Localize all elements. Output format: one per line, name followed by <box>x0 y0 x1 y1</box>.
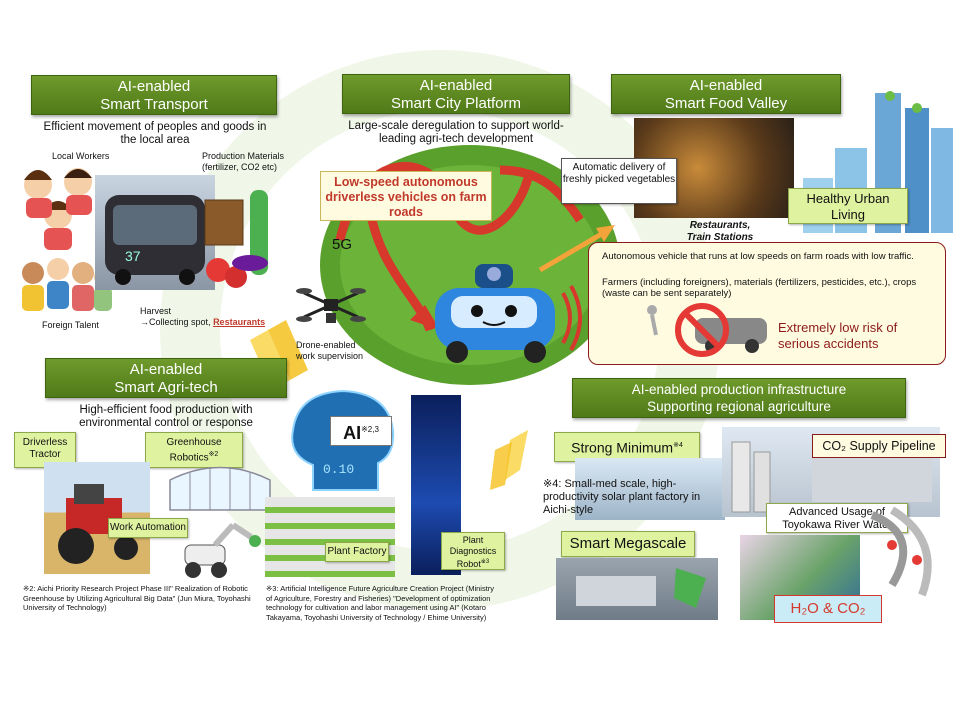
transport-description: Efficient movement of peoples and goods … <box>43 121 267 146</box>
agritech-description: High-efficient food production with envi… <box>79 404 253 429</box>
local-workers-label: Local Workers <box>52 151 110 161</box>
infrastructure-title: AI-enabled production infrastructure Sup… <box>572 378 906 418</box>
ai-label: AI※2,3 <box>330 416 392 446</box>
vehicle-desc-2: Farmers (including foreigners), material… <box>602 277 917 299</box>
autonomous-bus-photo: 37 <box>95 175 215 290</box>
smart-megascale-label: Smart Megascale <box>561 531 695 557</box>
h2o-co2-label: H₂O & CO₂ <box>774 595 882 623</box>
healthy-urban-living-label: Healthy Urban Living <box>788 188 908 224</box>
drone-icon <box>296 288 366 323</box>
delivery-label: Automatic delivery of freshly picked veg… <box>561 158 677 204</box>
no-accident-icon <box>647 303 767 357</box>
footnote-3: ※3: Artificial Intelligence Future Agric… <box>266 584 495 622</box>
five-g-label: 5G <box>332 236 353 253</box>
smart-food-valley-title: AI-enabled Smart Food Valley <box>611 74 841 114</box>
pipes-illustration <box>870 506 932 597</box>
low-risk-text: Extremely low risk of serious accidents <box>778 320 898 351</box>
restaurants-stations-label: Restaurants, Train Stations <box>686 220 754 243</box>
local-workers-illustration <box>24 168 92 250</box>
smart-city-title: AI-enabled Smart City Platform <box>342 74 570 114</box>
foreign-talent-label: Foreign Talent <box>42 320 99 330</box>
greenhouse-illustration <box>169 466 271 511</box>
vehicle-desc-1: Autonomous vehicle that runs at low spee… <box>602 251 914 262</box>
note-4: ※4: Small-med scale, high-productivity s… <box>543 478 701 516</box>
autonomous-vehicle-illustration <box>435 264 582 363</box>
smart-transport-title: AI-enabled Smart Transport <box>31 75 277 115</box>
fertilizer-gas-illustration <box>204 190 268 288</box>
production-materials-label: Production Materials (fertilizer, CO2 et… <box>202 151 285 172</box>
plant-factory-label: Plant Factory <box>325 542 389 562</box>
low-speed-vehicles-box: Low-speed autonomous driverless vehicles… <box>320 171 492 221</box>
tractor-photo <box>44 462 150 574</box>
svg-text:0.10: 0.10 <box>323 462 354 477</box>
drone-label: Drone-enabled work supervision <box>296 340 364 361</box>
solar-factory-photo <box>575 458 725 520</box>
footnote-2: ※2: Aichi Priority Research Project Phas… <box>23 584 251 612</box>
collecting-text: →Collecting spot, Restaurants <box>140 317 266 327</box>
megascale-photo <box>556 558 718 620</box>
city-description: Large-scale deregulation to support worl… <box>348 120 564 145</box>
svg-text:37: 37 <box>125 248 141 264</box>
foreign-talent-illustration <box>22 258 112 311</box>
smart-agritech-title: AI-enabled Smart Agri-tech <box>45 358 287 398</box>
co2-pipeline-label: CO₂ Supply Pipeline <box>812 434 946 458</box>
vehicle-description-panel <box>588 242 946 365</box>
robot-arm-illustration <box>184 522 261 578</box>
plant-factory-photo <box>265 497 395 577</box>
toyokawa-river-label: Advanced Usage of Toyokawa River Water <box>766 503 908 533</box>
restaurants-link: Restaurants <box>213 317 266 327</box>
greenhouse-robotics-label: Greenhouse Robotics※2 <box>145 432 243 468</box>
plant-diagnostics-label: Plant Diagnostics Robot※3 <box>441 532 505 570</box>
factory-towers-photo <box>722 427 940 517</box>
harvest-label: Harvest →Collecting spot, Restaurants <box>140 306 266 327</box>
work-automation-label: Work Automation <box>108 518 188 538</box>
